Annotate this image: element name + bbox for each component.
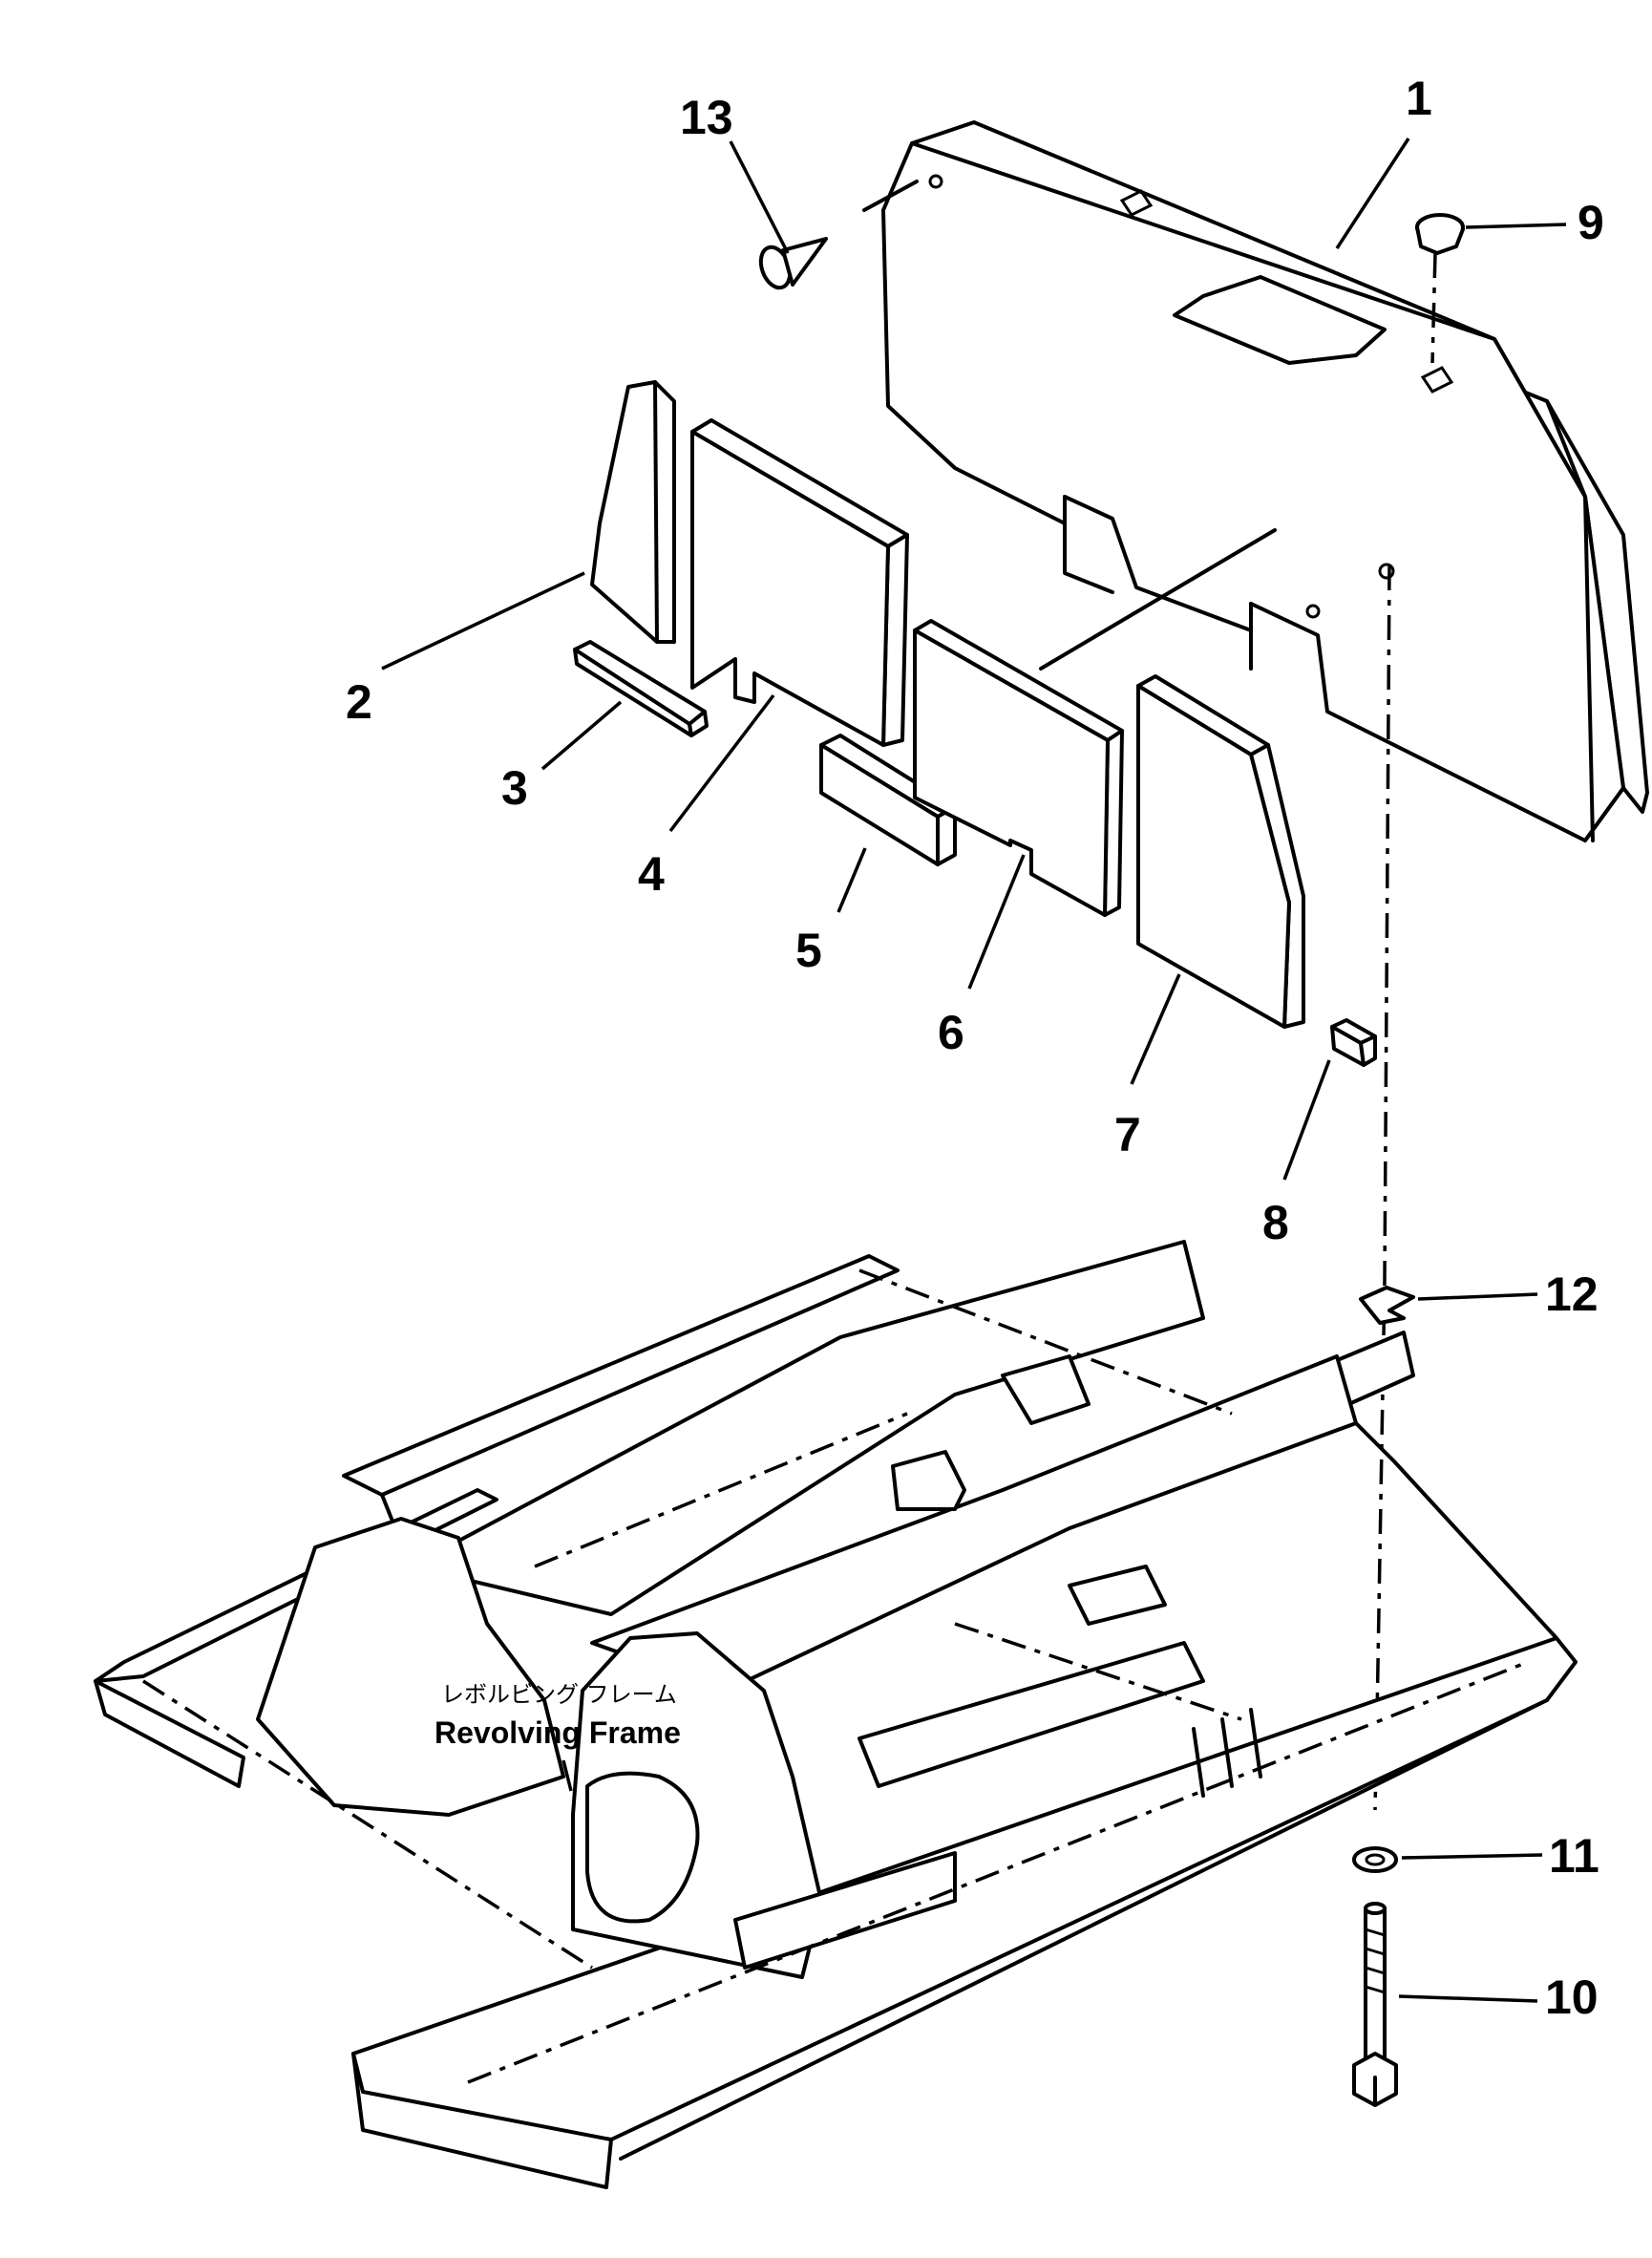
frame-label-jp: レボルビング フレーム bbox=[441, 1681, 677, 1708]
leader-4 bbox=[668, 693, 775, 833]
bolt-hole bbox=[1378, 563, 1395, 580]
revolving-frame bbox=[94, 1240, 1578, 2189]
center-guide-line bbox=[1039, 528, 1277, 671]
part-9-plug bbox=[1415, 213, 1465, 255]
leader-9 bbox=[1465, 223, 1567, 229]
part-1-counterweight bbox=[881, 120, 1649, 842]
frame-label-en: Revolving Frame bbox=[434, 1715, 681, 1750]
callout-5: 5 bbox=[795, 924, 822, 977]
leader-7 bbox=[1130, 973, 1181, 1085]
callout-1: 1 bbox=[1406, 72, 1432, 125]
part-8-small-block bbox=[1330, 1018, 1377, 1067]
leader-6 bbox=[967, 854, 1026, 990]
callout-4: 4 bbox=[638, 847, 665, 901]
leader-13 bbox=[729, 140, 790, 254]
part-12-shim bbox=[1359, 1286, 1415, 1325]
leader-10 bbox=[1398, 1994, 1538, 2003]
leader-frame-label bbox=[561, 1759, 573, 1792]
leader-5 bbox=[837, 847, 867, 913]
leader-13-bolt-axis bbox=[862, 180, 919, 212]
callout-3: 3 bbox=[501, 761, 528, 815]
leader-8 bbox=[1282, 1059, 1331, 1181]
bolt-axis bbox=[1373, 564, 1391, 1811]
part-3-bar bbox=[573, 640, 709, 737]
callout-2: 2 bbox=[346, 675, 372, 729]
leader-3 bbox=[540, 700, 623, 771]
callout-7: 7 bbox=[1114, 1108, 1141, 1161]
part-2-block bbox=[590, 380, 676, 644]
part-7-plate bbox=[1136, 674, 1305, 1029]
leader-1 bbox=[1335, 138, 1410, 249]
part-10-bolt bbox=[1352, 1902, 1398, 2107]
callout-12: 12 bbox=[1545, 1267, 1599, 1321]
part-4-plate bbox=[690, 418, 909, 747]
part-11-washer bbox=[1352, 1846, 1398, 1873]
plug-axis bbox=[1430, 252, 1437, 364]
part-6-plate bbox=[913, 619, 1124, 917]
callout-6: 6 bbox=[938, 1006, 964, 1059]
callout-8: 8 bbox=[1262, 1196, 1289, 1249]
callout-10: 10 bbox=[1545, 1970, 1599, 2024]
part-13-rivet bbox=[758, 237, 828, 290]
leader-11 bbox=[1401, 1853, 1543, 1860]
callout-9: 9 bbox=[1578, 196, 1604, 249]
leader-12 bbox=[1417, 1292, 1538, 1301]
callout-11: 11 bbox=[1549, 1829, 1599, 1883]
leader-2 bbox=[381, 571, 585, 671]
callout-13: 13 bbox=[680, 91, 733, 144]
